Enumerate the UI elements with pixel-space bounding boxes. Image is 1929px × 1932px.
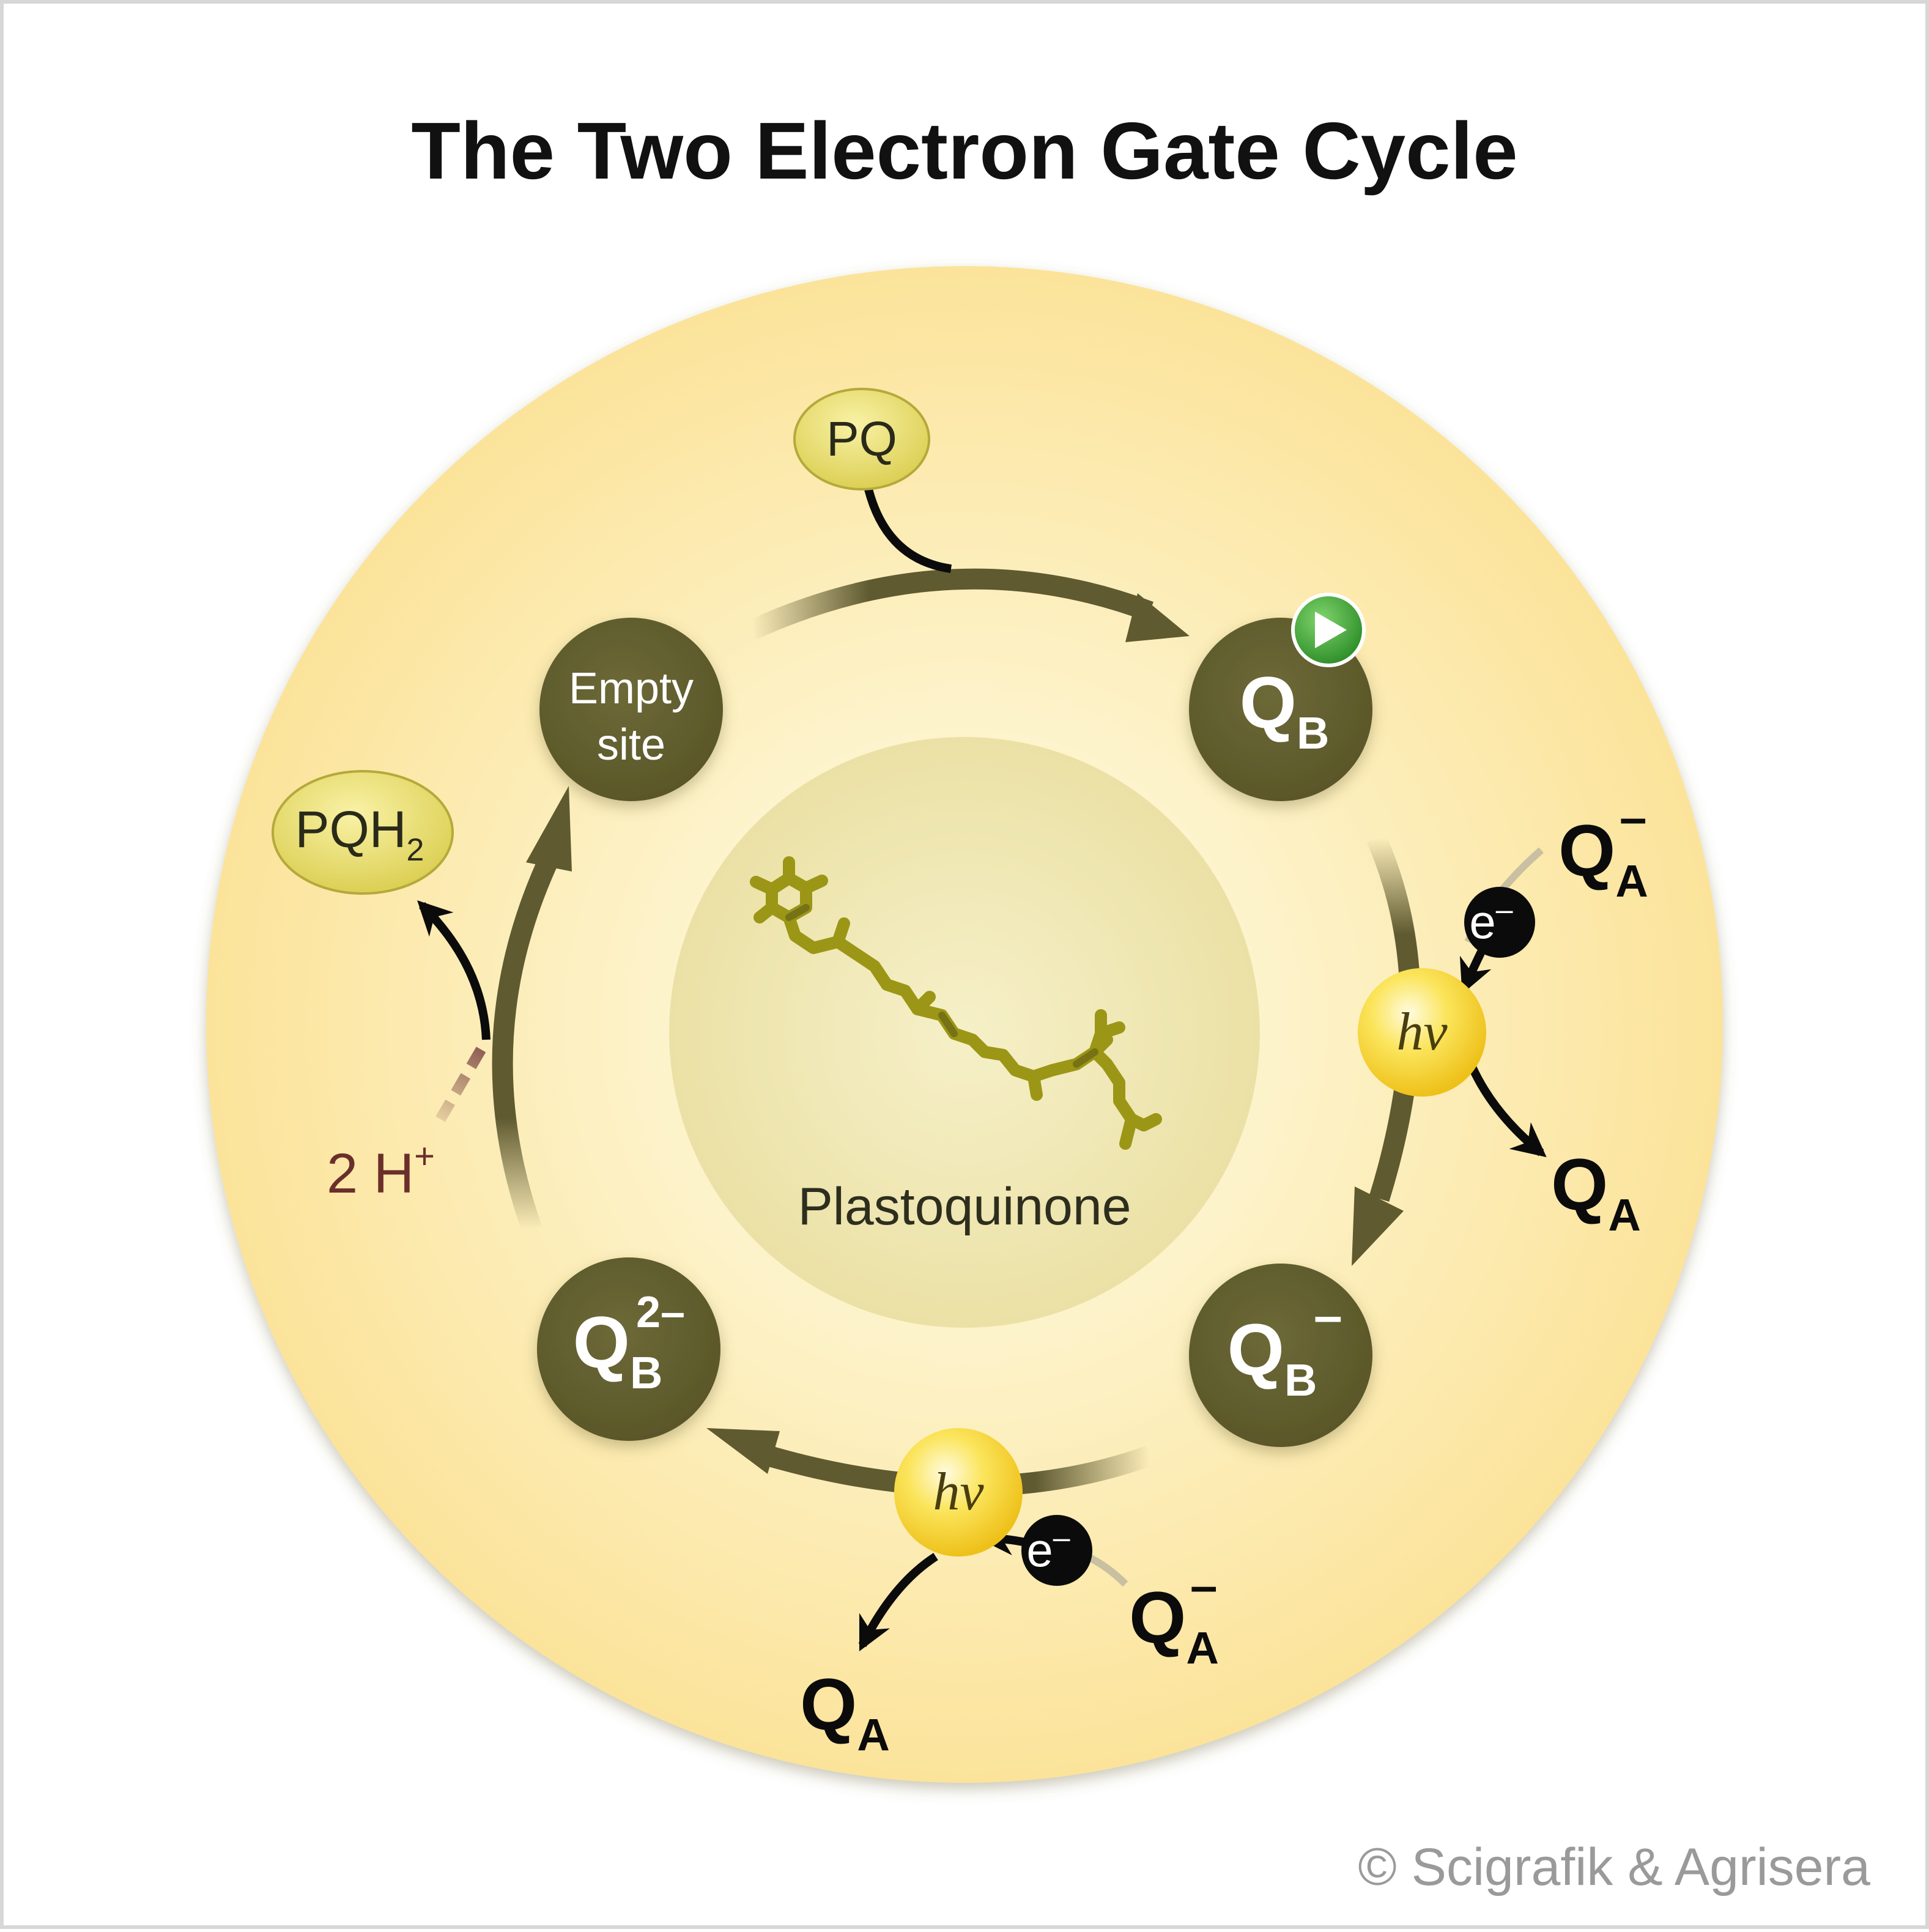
arrow-qb2minus-to-empty	[492, 851, 560, 1233]
qa-oxidized-bottom: QA	[800, 1664, 890, 1760]
qb-label: QB	[1240, 662, 1330, 758]
state-qb-minus	[1189, 1264, 1372, 1447]
center-label: Plastoquinone	[798, 1177, 1131, 1236]
page-title: The Two Electron Gate Cycle	[411, 106, 1517, 196]
hv-label-bottom: hν	[933, 1462, 984, 1522]
credit: © Scigrafik & Agrisera	[1358, 1838, 1870, 1897]
qa-reduced-right-charge: –	[1620, 790, 1647, 845]
qa-reduced-bottom-charge: –	[1190, 1558, 1218, 1613]
electron-icon	[1464, 887, 1535, 958]
qa-oxidized-arrow-bottom	[858, 1553, 938, 1652]
empty-site-line1: Empty	[569, 664, 694, 713]
qa-reduced-bottom: QA	[1129, 1577, 1219, 1673]
pqh2-molecule: PQH2	[272, 770, 454, 895]
proton-uptake-line	[435, 1043, 488, 1122]
electron-bottom: e–	[1021, 1515, 1092, 1586]
qb-minus-charge: –	[1314, 1287, 1342, 1344]
arrowhead-empty-to-qb	[1125, 593, 1190, 642]
pq-binding-line	[864, 488, 952, 573]
arrowhead-qbminus-to-qb2minus	[706, 1428, 780, 1474]
qb-minus-label: QB	[1227, 1309, 1317, 1405]
plastoquinone-molecule	[750, 856, 1162, 1150]
play-button[interactable]	[1291, 593, 1366, 667]
electron-right: e–	[1464, 887, 1535, 958]
pqh2-label: PQH2	[295, 801, 424, 868]
empty-site-line2: site	[597, 720, 665, 769]
light-bulb-icon	[894, 1428, 1023, 1556]
electron-icon	[1021, 1515, 1092, 1586]
protons-label: 2 H+	[327, 1136, 435, 1205]
pq-molecule: PQ	[793, 388, 930, 490]
electron-label-right: e–	[1469, 892, 1512, 949]
light-bulb-right: hν	[1358, 968, 1486, 1097]
pqh2-release-arrow	[417, 900, 491, 1040]
qa-oxidized-arrow-right	[1467, 1062, 1547, 1158]
electron-label-bottom: e–	[1026, 1520, 1070, 1577]
light-bulb-icon	[1358, 968, 1486, 1097]
qa-reduced-right: QA	[1558, 810, 1648, 906]
state-empty-site	[539, 618, 723, 801]
play-icon	[1315, 612, 1347, 648]
pq-label: PQ	[826, 412, 897, 466]
state-qb-2minus	[537, 1257, 720, 1441]
arrow-empty-to-qb	[747, 568, 1153, 640]
hv-label-right: hν	[1396, 1002, 1448, 1062]
arrowhead-qb-to-qbminus	[1352, 1186, 1404, 1266]
qb-2minus-label: QB	[573, 1301, 663, 1398]
qb-2minus-charge: 2–	[636, 1288, 685, 1337]
qa-oxidized-right: QA	[1551, 1144, 1641, 1240]
arrowhead-qb2minus-to-empty	[526, 786, 572, 872]
light-bulb-bottom: hν	[894, 1428, 1023, 1556]
